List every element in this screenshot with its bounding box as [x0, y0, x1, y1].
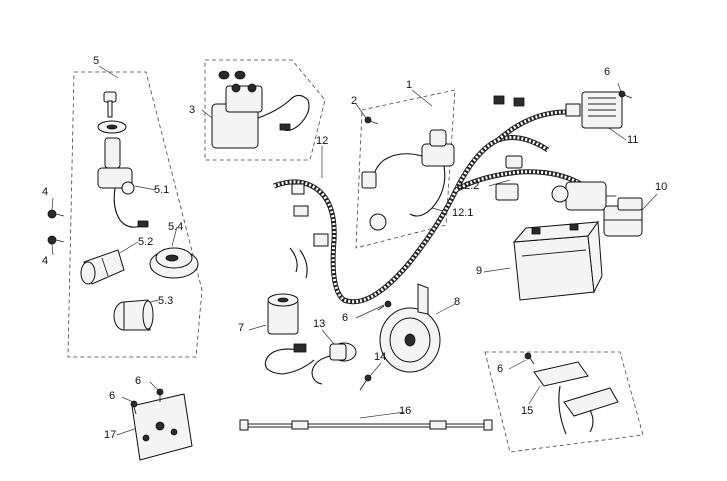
callout-8: 8 [454, 296, 461, 308]
callout-1: 1 [406, 79, 413, 91]
screw-4-lower [47, 235, 65, 245]
screw-14 [359, 374, 372, 391]
leader-lines [51, 65, 658, 436]
callout-7: 7 [238, 322, 245, 334]
callout-4-lower: 4 [42, 255, 49, 267]
callout-16: 16 [399, 405, 412, 417]
callout-10: 10 [655, 181, 668, 193]
main-wire-harness [273, 95, 586, 305]
helmet-lock [113, 299, 154, 331]
callout-5: 5 [93, 55, 100, 67]
ignition-coil [361, 129, 455, 231]
ignition-set-group-outline [67, 71, 203, 358]
brake-switch [311, 342, 357, 385]
fuel-cap-lock [149, 247, 199, 279]
callout-17: 17 [104, 429, 117, 441]
callout-6-upper-right: 6 [604, 66, 611, 78]
screw-6-middle [377, 300, 392, 311]
mounting-bracket [131, 393, 193, 461]
callout-6-bracket-side: 6 [109, 390, 116, 402]
regulator-rectifier [581, 91, 623, 129]
callout-12-1: 12.1 [452, 207, 474, 219]
callout-9: 9 [476, 265, 483, 277]
battery [512, 220, 603, 301]
callout-12-2: 12.2 [458, 180, 480, 192]
callout-5-3: 5.3 [158, 295, 174, 307]
callout-11: 11 [627, 134, 639, 146]
starter-solenoid [264, 293, 315, 375]
seat-lock [80, 249, 125, 285]
control-cable [239, 419, 493, 431]
flasher-relay [603, 197, 643, 237]
screw-4-upper [47, 209, 65, 219]
callout-12: 12 [316, 135, 329, 147]
screw-6-upper-right [618, 90, 633, 99]
ignition-key [97, 91, 127, 134]
screw-6-bracket-side [130, 400, 138, 415]
screw-6-bracket-top [156, 388, 164, 402]
harness-group-outline [355, 89, 456, 249]
callout-6-middle: 6 [342, 312, 349, 324]
callout-5-1: 5.1 [154, 184, 170, 196]
ignition-switch [97, 137, 149, 228]
relay-group-outline [204, 59, 326, 161]
callout-6-grip: 6 [497, 363, 504, 375]
callout-6-bracket-top: 6 [135, 375, 142, 387]
callout-14: 14 [374, 351, 387, 363]
callout-4-upper: 4 [42, 186, 49, 198]
callout-2: 2 [351, 95, 358, 107]
callout-13: 13 [313, 318, 326, 330]
callout-5-2: 5.2 [138, 236, 154, 248]
callout-15: 15 [521, 405, 534, 417]
cdi-unit [551, 181, 616, 211]
screw-6-grip [524, 352, 535, 365]
screw-2 [364, 116, 379, 125]
starter-relay [211, 70, 310, 149]
callout-3: 3 [189, 104, 196, 116]
grip-heater [533, 361, 619, 435]
callout-5-4: 5.4 [168, 221, 184, 233]
horn [379, 283, 441, 373]
